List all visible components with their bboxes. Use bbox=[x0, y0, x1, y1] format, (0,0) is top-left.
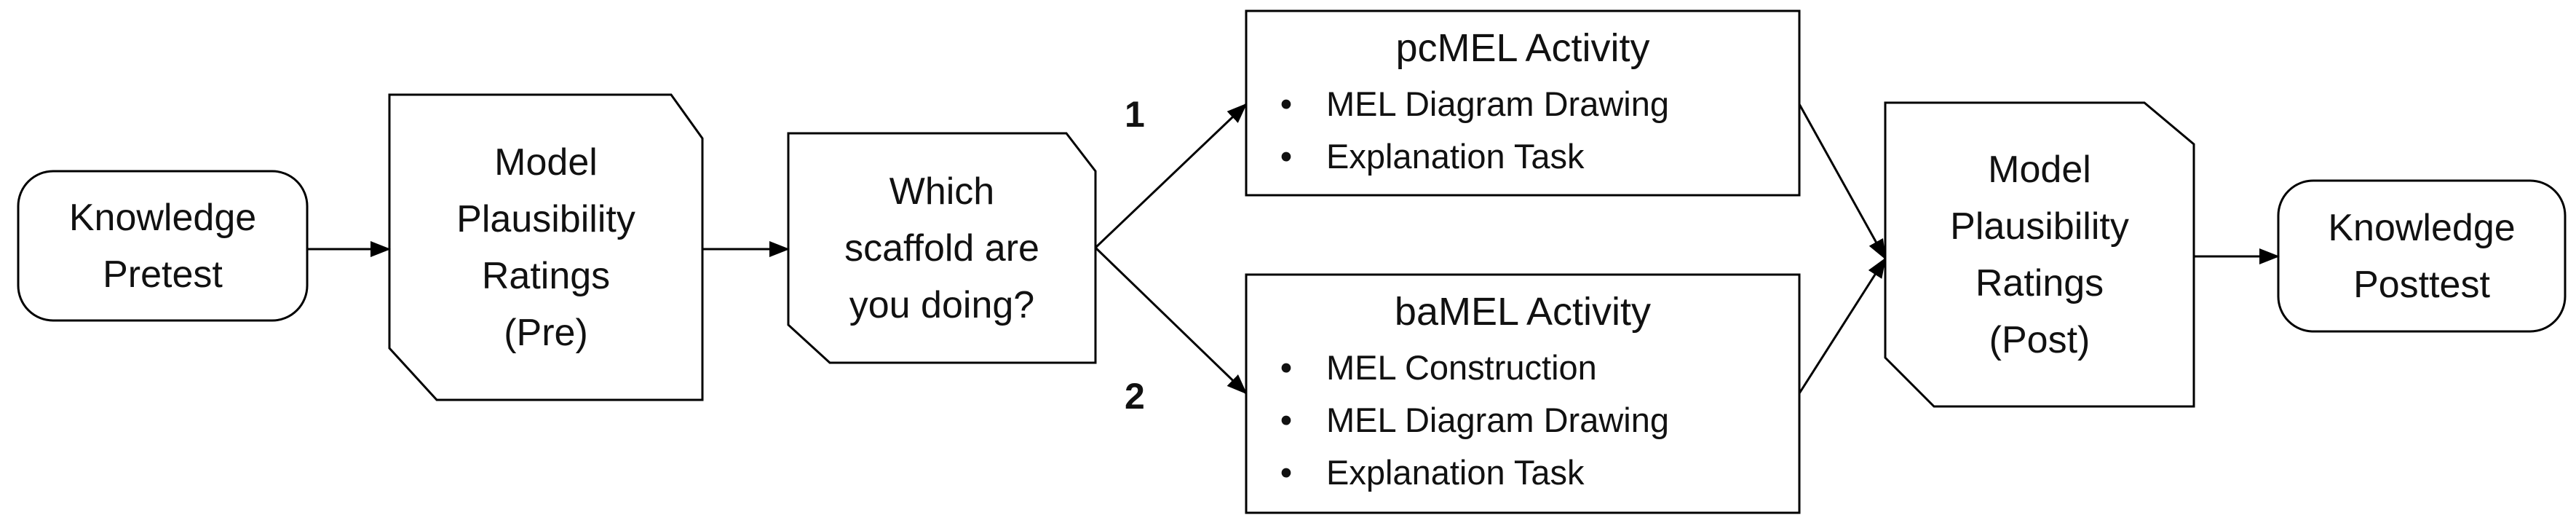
bullet-icon: • bbox=[1280, 137, 1293, 176]
pcmel-bullet-2: • Explanation Task bbox=[1261, 136, 1585, 176]
plausibility-pre-line-1: Model bbox=[494, 141, 598, 184]
plausibility-post-line-1: Model bbox=[1988, 148, 2091, 191]
plausibility-post-shape bbox=[1884, 101, 2195, 408]
plausibility-post-line-3: Ratings bbox=[1975, 261, 2104, 304]
pcmel-activity-box bbox=[1245, 9, 1801, 197]
pcmel-bullet-2-text: Explanation Task bbox=[1326, 137, 1585, 176]
plausibility-pre-line-3: Ratings bbox=[481, 254, 611, 297]
bamel-bullet-3-text: Explanation Task bbox=[1326, 453, 1585, 492]
plausibility-post-label: Model Plausibility Ratings (Post) bbox=[1885, 103, 2194, 406]
pcmel-bullet-1-text: MEL Diagram Drawing bbox=[1326, 84, 1670, 123]
plausibility-pre-shape bbox=[388, 93, 704, 401]
pcmel-activity-title: pcMEL Activity bbox=[1395, 26, 1650, 70]
arrow-pcmel-to-post-ratings bbox=[1798, 103, 1887, 260]
scaffold-question-shape bbox=[787, 132, 1097, 364]
bullet-icon: • bbox=[1280, 84, 1293, 123]
scaffold-question-line-1: Which bbox=[889, 170, 995, 213]
knowledge-posttest-line-2: Posttest bbox=[2353, 263, 2490, 306]
plausibility-pre-label: Model Plausibility Ratings (Pre) bbox=[389, 95, 702, 400]
knowledge-pretest-line-2: Pretest bbox=[103, 253, 223, 296]
arrow-scaffold-to-bamel bbox=[1094, 246, 1248, 395]
bamel-bullet-1: • MEL Construction bbox=[1261, 347, 1597, 388]
bamel-bullet-2-text: MEL Diagram Drawing bbox=[1326, 401, 1670, 439]
pcmel-bullet-1: • MEL Diagram Drawing bbox=[1261, 84, 1669, 124]
plausibility-pre-line-2: Plausibility bbox=[456, 197, 635, 240]
bamel-bullet-1-text: MEL Construction bbox=[1326, 348, 1597, 387]
bamel-bullet-2: • MEL Diagram Drawing bbox=[1261, 400, 1669, 440]
arrow-scaffold-to-pcmel bbox=[1094, 103, 1248, 249]
bamel-bullet-3: • Explanation Task bbox=[1261, 452, 1585, 492]
plausibility-post-line-2: Plausibility bbox=[1950, 205, 2129, 248]
knowledge-posttest-line-1: Knowledge bbox=[2328, 206, 2516, 249]
bamel-activity: baMEL Activity • MEL Construction • MEL Di… bbox=[1246, 275, 1799, 513]
scaffold-question-label: Which scaffold are you doing? bbox=[788, 133, 1095, 363]
bullet-icon: • bbox=[1280, 453, 1293, 492]
bullet-icon: • bbox=[1280, 348, 1293, 387]
knowledge-pretest-label: Knowledge Pretest bbox=[18, 171, 307, 320]
plausibility-pre-line-4: (Pre) bbox=[504, 311, 588, 354]
pcmel-activity: pcMEL Activity • MEL Diagram Drawing • Exp… bbox=[1246, 11, 1799, 195]
branch-label-2: 2 bbox=[1125, 376, 1145, 417]
arrow-bamel-to-post-ratings bbox=[1798, 257, 1887, 394]
knowledge-posttest-label: Knowledge Posttest bbox=[2278, 181, 2565, 331]
bamel-activity-box bbox=[1245, 273, 1801, 514]
scaffold-question-line-3: you doing? bbox=[849, 283, 1035, 326]
plausibility-post-line-4: (Post) bbox=[1989, 318, 2090, 361]
knowledge-pretest-line-1: Knowledge bbox=[68, 196, 257, 239]
branch-label-1: 1 bbox=[1125, 94, 1145, 135]
bamel-activity-title: baMEL Activity bbox=[1394, 290, 1652, 334]
bullet-icon: • bbox=[1280, 401, 1293, 439]
knowledge-pretest-shape bbox=[17, 170, 309, 322]
scaffold-question-line-2: scaffold are bbox=[844, 227, 1039, 270]
